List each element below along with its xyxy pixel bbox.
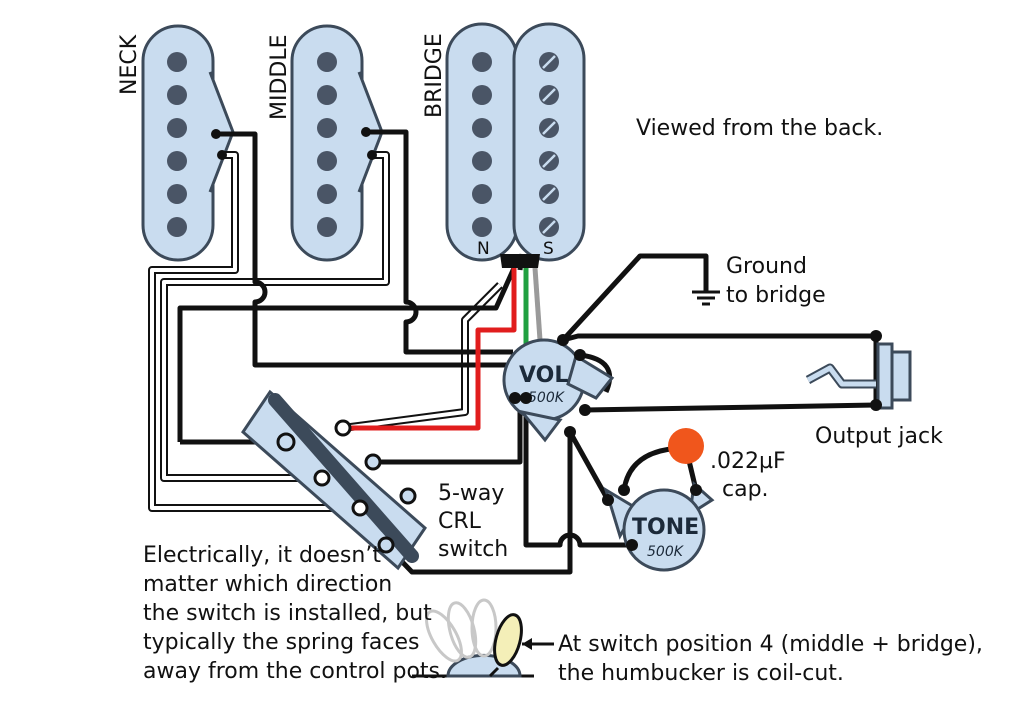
output-jack-label: Output jack bbox=[815, 424, 943, 449]
note-line: the switch is installed, but bbox=[143, 601, 432, 626]
output-jack bbox=[805, 342, 912, 410]
switch-label-line3: switch bbox=[438, 537, 508, 562]
tone-label: TONE bbox=[632, 515, 699, 540]
position-note-line: the humbucker is coil-cut. bbox=[558, 661, 844, 686]
capacitor bbox=[668, 428, 704, 464]
south-coil-label: S bbox=[543, 239, 554, 259]
middle-pickup bbox=[290, 24, 384, 262]
note-line: matter which direction bbox=[143, 572, 392, 597]
switch-label-line1: 5-way bbox=[438, 481, 504, 506]
middle-label: MIDDLE bbox=[267, 34, 292, 120]
ground-label-line2: to bridge bbox=[726, 283, 826, 308]
switch-direction-note: Electrically, it doesn’t matter which di… bbox=[143, 543, 447, 684]
north-coil-label: N bbox=[477, 239, 490, 259]
position-note-line: At switch position 4 (middle + bridge), bbox=[558, 632, 983, 657]
cap-label-line2: cap. bbox=[722, 477, 769, 502]
bridge-label: BRIDGE bbox=[422, 33, 447, 118]
neck-label: NECK bbox=[117, 34, 142, 95]
cap-label-line1: .022µF bbox=[710, 449, 786, 474]
volume-value: 500K bbox=[528, 390, 566, 406]
volume-label: VOL bbox=[519, 363, 568, 388]
ground-symbol bbox=[692, 290, 720, 306]
five-way-switch bbox=[241, 389, 427, 571]
bridge-humbucker: N S bbox=[445, 22, 586, 262]
bare-wire bbox=[532, 267, 543, 341]
switch-position-icon bbox=[412, 598, 554, 678]
note-line: away from the control pots. bbox=[143, 659, 447, 684]
note-line: Electrically, it doesn’t bbox=[143, 543, 381, 568]
view-note: Viewed from the back. bbox=[636, 116, 883, 141]
neck-pickup bbox=[141, 24, 235, 262]
tone-value: 500K bbox=[647, 544, 685, 560]
switch-position-note: At switch position 4 (middle + bridge), … bbox=[558, 632, 983, 686]
switch-label-line2: CRL bbox=[438, 509, 482, 534]
ground-label-line1: Ground bbox=[726, 254, 807, 279]
red-wire bbox=[343, 268, 517, 431]
tone-pot: TONE 500K bbox=[603, 481, 715, 572]
note-line: typically the spring faces bbox=[143, 630, 419, 655]
